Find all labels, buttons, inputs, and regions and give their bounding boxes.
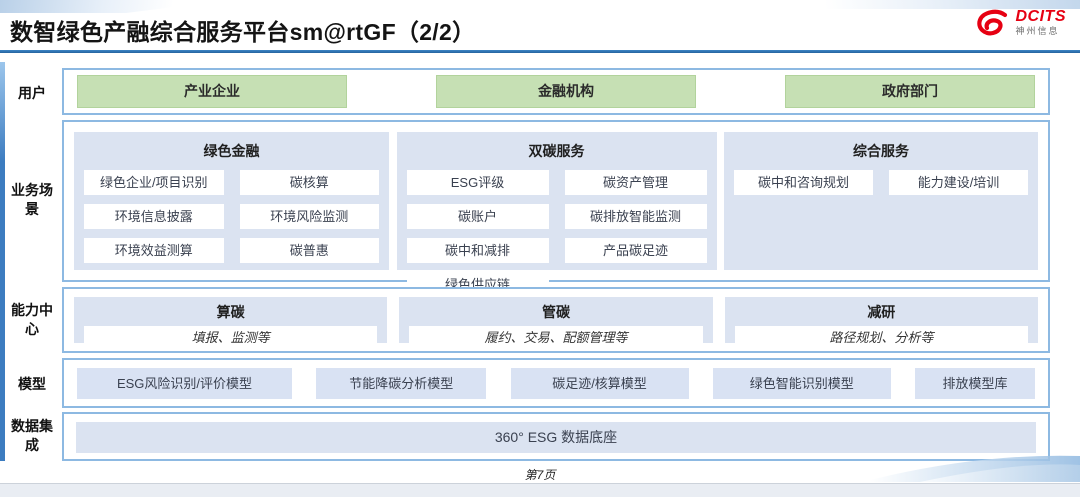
- capabilities-row: 算碳 填报、监测等 管碳 履约、交易、配额管理等 减研 路径规划、分析等: [62, 287, 1050, 353]
- header-swoosh-right: [780, 0, 1080, 9]
- user-node-government: 政府部门: [785, 75, 1035, 108]
- models-row: ESG风险识别/评价模型 节能降碳分析模型 碳足迹/核算模型 绿色智能识别模型 …: [62, 358, 1050, 408]
- row-label-scenarios: 业务场景: [11, 182, 53, 217]
- scenario-item: 碳中和咨询规划: [734, 170, 873, 195]
- capability-title: 管碳: [541, 304, 570, 320]
- logo-company: 神州信息: [1015, 26, 1060, 37]
- capability-desc: 填报、监测等: [84, 326, 378, 349]
- logo-text: DCITS 神州信息: [1015, 8, 1067, 37]
- scenario-items-grid: 碳中和咨询规划 能力建设/培训: [734, 170, 1028, 195]
- page-number: 第7页: [524, 468, 556, 482]
- capability-panel-carbon-management: 管碳 履约、交易、配额管理等: [399, 297, 713, 349]
- scenario-panel-dual-carbon: 双碳服务 ESG评级 碳资产管理 碳账户 碳排放智能监测 碳中和减排 产品碳足迹…: [396, 132, 717, 297]
- capability-desc: 路径规划、分析等: [734, 326, 1028, 349]
- logo-brand: DCITS: [1015, 8, 1066, 26]
- header-swoosh-left: [0, 0, 230, 13]
- scenario-item: 绿色企业/项目识别: [84, 170, 224, 195]
- model-node: 碳足迹/核算模型: [510, 367, 689, 399]
- scenario-item: 环境风险监测: [239, 204, 379, 229]
- scenario-item: 碳资产管理: [564, 170, 707, 195]
- footer-strip: [0, 484, 1080, 497]
- scenario-panel-comprehensive: 综合服务 碳中和咨询规划 能力建设/培训: [724, 132, 1038, 270]
- model-node: 排放模型库: [915, 367, 1035, 399]
- scenario-item: 碳核算: [239, 170, 379, 195]
- scenario-item: 碳中和减排: [406, 238, 549, 263]
- title-underline: [0, 50, 1080, 53]
- model-node: 节能降碳分析模型: [316, 367, 487, 399]
- scenario-item: 产品碳足迹: [564, 238, 707, 263]
- row-label-data-integration: 数据集成: [11, 418, 53, 453]
- scenario-item: 环境信息披露: [84, 204, 224, 229]
- scenario-items-grid: ESG评级 碳资产管理 碳账户 碳排放智能监测 碳中和减排 产品碳足迹 绿色供应…: [406, 170, 707, 297]
- row-label-models: 模型: [18, 376, 46, 392]
- scenario-items-grid: 绿色企业/项目识别 碳核算 环境信息披露 环境风险监测 环境效益测算 碳普惠: [84, 170, 379, 263]
- model-node: ESG风险识别/评价模型: [77, 367, 292, 399]
- scenario-item: ESG评级: [406, 170, 549, 195]
- users-row: 产业企业 金融机构 政府部门: [62, 68, 1050, 115]
- capability-panel-reduction-research: 减研 路径规划、分析等: [724, 297, 1038, 349]
- scenario-item: 能力建设/培训: [889, 170, 1028, 195]
- company-logo: DCITS 神州信息: [975, 9, 1067, 37]
- model-node: 绿色智能识别模型: [712, 367, 891, 399]
- row-label-users: 用户: [18, 85, 46, 101]
- scenario-item: 环境效益测算: [84, 238, 224, 263]
- capability-desc: 履约、交易、配额管理等: [409, 326, 703, 349]
- data-integration-row: 360° ESG 数据底座: [62, 412, 1050, 461]
- footer-swoosh: [870, 455, 1080, 482]
- row-label-capabilities: 能力中心: [11, 302, 53, 337]
- capability-title: 算碳: [216, 304, 245, 320]
- scenario-panel-green-finance: 绿色金融 绿色企业/项目识别 碳核算 环境信息披露 环境风险监测 环境效益测算 …: [74, 132, 389, 270]
- scenario-item: 碳账户: [406, 204, 549, 229]
- scenario-item: 碳排放智能监测: [564, 204, 707, 229]
- capability-panel-carbon-accounting: 算碳 填报、监测等: [74, 297, 388, 349]
- panel-title: 综合服务: [853, 143, 909, 159]
- dcits-swirl-icon: [976, 9, 1007, 36]
- user-node-finance: 金融机构: [436, 75, 696, 108]
- footer-divider: [0, 483, 1080, 484]
- scenarios-row: 绿色金融 绿色企业/项目识别 碳核算 环境信息披露 环境风险监测 环境效益测算 …: [62, 120, 1050, 297]
- left-accent-bar: [0, 62, 5, 461]
- capability-title: 减研: [867, 304, 896, 320]
- data-foundation-node: 360° ESG 数据底座: [76, 422, 1036, 453]
- panel-title: 绿色金融: [203, 143, 260, 159]
- panel-title: 双碳服务: [528, 143, 585, 159]
- page-title: 数智绿色产融综合服务平台sm@rtGF（2/2）: [10, 19, 476, 45]
- scenario-item: 碳普惠: [239, 238, 379, 263]
- user-node-industry: 产业企业: [77, 75, 347, 108]
